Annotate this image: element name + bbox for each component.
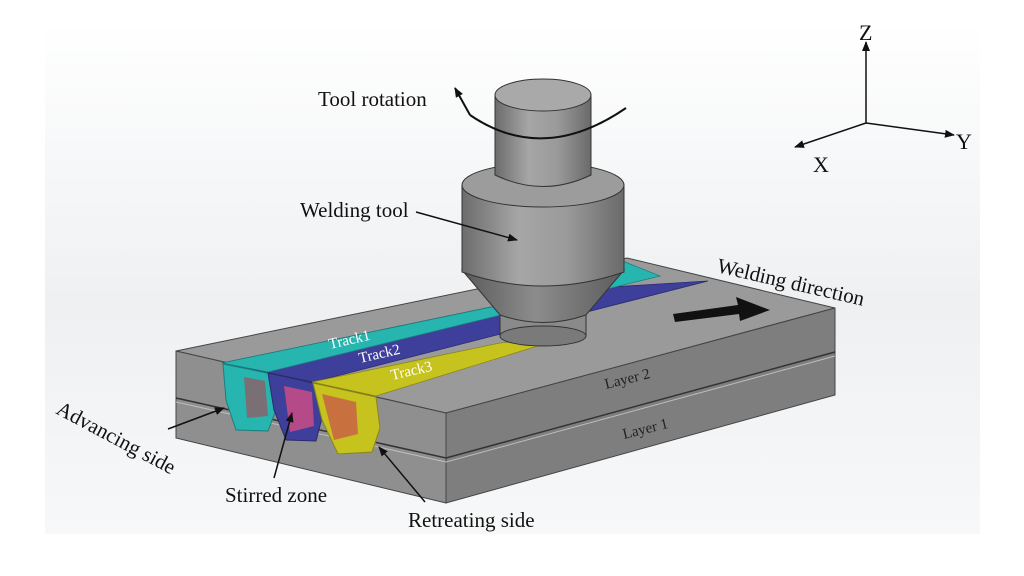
welding-tool-leader [415, 211, 518, 242]
tool-shoulder-bottom [499, 325, 587, 347]
tool-shank [494, 94, 592, 187]
stirred-zone-sections [222, 363, 381, 455]
y-axis-label: Y [956, 129, 972, 154]
tool-rotation-label: Tool rotation [318, 87, 427, 111]
tool-cone [460, 269, 626, 323]
stirred-zone-leader [273, 412, 294, 479]
z-axis-label: Z [859, 20, 872, 45]
y-axis [865, 122, 955, 138]
stirred-zone-label: Stirred zone [225, 483, 327, 507]
tool-body [461, 184, 625, 287]
retreating-side-label: Retreating side [408, 508, 535, 532]
coordinate-axes: Z Y X [794, 20, 972, 177]
tool-shank-top [494, 78, 592, 112]
tool-rotation-arrowhead [454, 87, 471, 116]
welding-tool-label: Welding tool [300, 198, 409, 222]
retreating-side-leader [378, 446, 426, 503]
welding-tool [460, 78, 626, 347]
x-axis-label: X [813, 152, 829, 177]
stirred-zone-3 [322, 394, 358, 440]
stirred-zone-1 [244, 377, 268, 418]
welding-direction-arrow [673, 297, 770, 322]
x-axis [794, 122, 867, 148]
advancing-side-leader [167, 407, 225, 430]
tool-rotation-arc [469, 107, 627, 140]
